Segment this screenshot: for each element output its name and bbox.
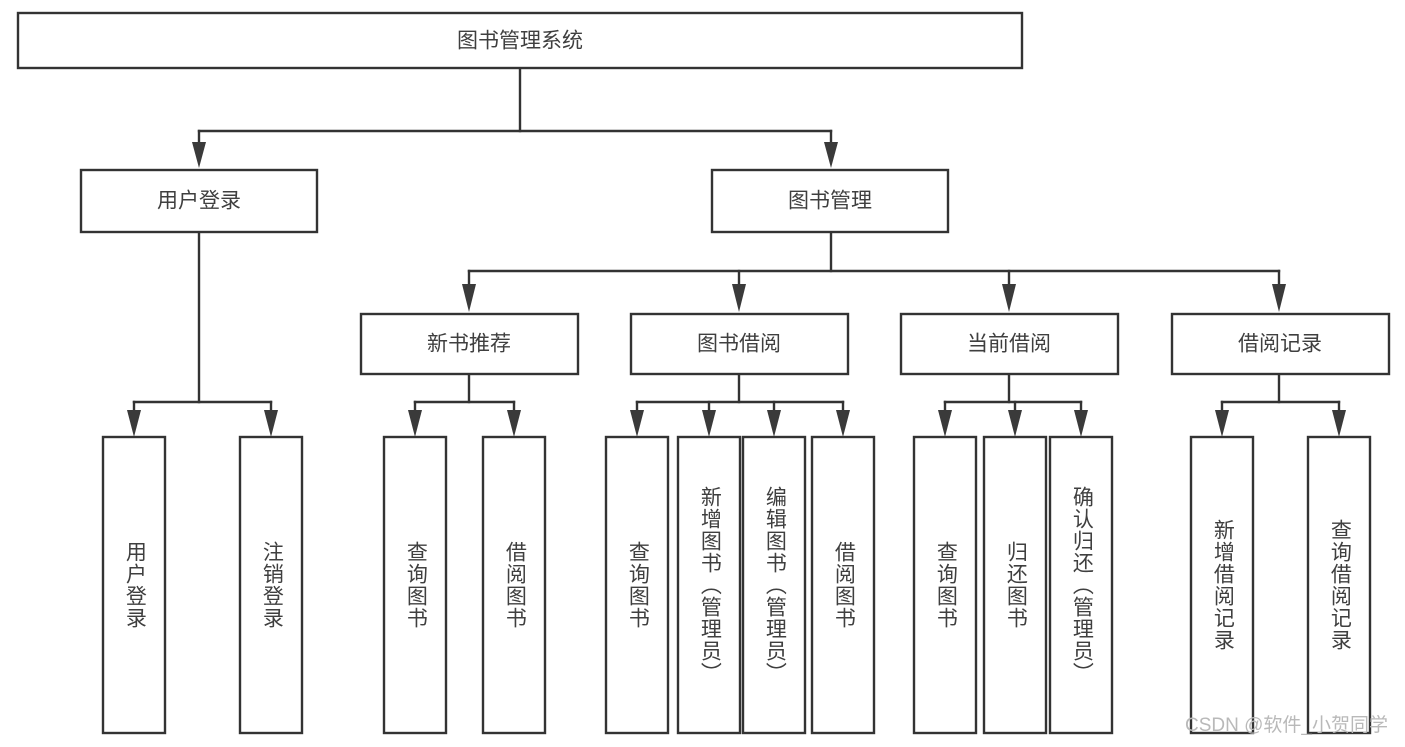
arrow-leaf-12-icon bbox=[1215, 410, 1229, 437]
arrow-to-current-icon bbox=[1002, 284, 1016, 312]
node-user-login-box[interactable] bbox=[79, 168, 319, 234]
node-book-borrow-label: 图书借阅 bbox=[697, 333, 781, 356]
connectors-borrow-to-leaves bbox=[630, 372, 850, 437]
node-new-book-recommend-label: 新书推荐 bbox=[427, 333, 511, 356]
node-new-book-recommend[interactable]: 新书推荐 bbox=[359, 312, 580, 376]
connectors-newbook-to-leaves bbox=[408, 372, 521, 437]
leaf-box-borrow-book-2[interactable] bbox=[810, 435, 876, 735]
leaf-box-query-book-2[interactable] bbox=[604, 435, 670, 735]
arrow-leaf-7-icon bbox=[767, 410, 781, 437]
node-current-borrow-label: 当前借阅 bbox=[967, 333, 1051, 356]
arrow-to-borrow-icon bbox=[732, 284, 746, 312]
arrow-leaf-4-icon bbox=[507, 410, 521, 437]
node-borrow-records-label: 借阅记录 bbox=[1238, 333, 1322, 356]
connectors-userlogin-to-leaves bbox=[127, 230, 278, 437]
arrow-leaf-11-icon bbox=[1074, 410, 1088, 437]
connectors-records-to-leaves bbox=[1215, 372, 1346, 437]
arrow-leaf-3-icon bbox=[408, 410, 422, 437]
arrow-leaf-6-icon bbox=[702, 410, 716, 437]
arrow-leaf-8-icon bbox=[836, 410, 850, 437]
arrow-leaf-5-icon bbox=[630, 410, 644, 437]
arrow-to-newbook-icon bbox=[462, 284, 476, 312]
leaf-box-query-book-3[interactable] bbox=[912, 435, 978, 735]
connectors-current-to-leaves bbox=[938, 372, 1088, 437]
node-current-borrow-box[interactable] bbox=[899, 312, 1120, 376]
leaf-boxes bbox=[101, 435, 1372, 735]
node-new-book-recommend-box[interactable] bbox=[359, 312, 580, 376]
leaf-box-query-record[interactable] bbox=[1306, 435, 1372, 735]
node-root[interactable]: 图书管理系统 bbox=[16, 11, 1024, 70]
leaf-box-add-record[interactable] bbox=[1189, 435, 1255, 735]
node-borrow-records[interactable]: 借阅记录 bbox=[1170, 312, 1391, 376]
arrow-leaf-10-icon bbox=[1008, 410, 1022, 437]
arrow-leaf-9-icon bbox=[938, 410, 952, 437]
node-user-login[interactable]: 用户登录 bbox=[79, 168, 319, 234]
node-book-manage[interactable]: 图书管理 bbox=[710, 168, 950, 234]
leaf-box-query-book-1[interactable] bbox=[382, 435, 448, 735]
node-current-borrow[interactable]: 当前借阅 bbox=[899, 312, 1120, 376]
node-book-borrow-box[interactable] bbox=[629, 312, 850, 376]
leaf-box-return-book[interactable] bbox=[982, 435, 1048, 735]
leaf-box-user-login[interactable] bbox=[101, 435, 167, 735]
arrow-leaf-1-icon bbox=[127, 410, 141, 437]
node-borrow-records-box[interactable] bbox=[1170, 312, 1391, 376]
node-root-label: 图书管理系统 bbox=[457, 30, 583, 53]
connectors-root-to-level2 bbox=[192, 66, 838, 168]
arrow-leaf-2-icon bbox=[264, 410, 278, 437]
arrow-to-records-icon bbox=[1272, 284, 1286, 312]
node-book-manage-label: 图书管理 bbox=[788, 190, 872, 213]
node-book-borrow[interactable]: 图书借阅 bbox=[629, 312, 850, 376]
leaf-box-borrow-book-1[interactable] bbox=[481, 435, 547, 735]
node-book-manage-box[interactable] bbox=[710, 168, 950, 234]
arrow-to-user-login-icon bbox=[192, 142, 206, 168]
leaf-box-logout[interactable] bbox=[238, 435, 304, 735]
arrow-leaf-13-icon bbox=[1332, 410, 1346, 437]
connectors-bookmanage-to-level3 bbox=[462, 230, 1286, 312]
leaf-box-edit-book-admin[interactable] bbox=[741, 435, 807, 735]
node-user-login-label: 用户登录 bbox=[157, 190, 241, 213]
csdn-watermark: CSDN @软件_小贺同学 bbox=[1185, 715, 1388, 736]
arrow-to-book-manage-icon bbox=[824, 142, 838, 168]
leaf-box-confirm-return-admin[interactable] bbox=[1048, 435, 1114, 735]
leaf-box-add-book-admin[interactable] bbox=[676, 435, 742, 735]
node-root-box[interactable] bbox=[16, 11, 1024, 70]
